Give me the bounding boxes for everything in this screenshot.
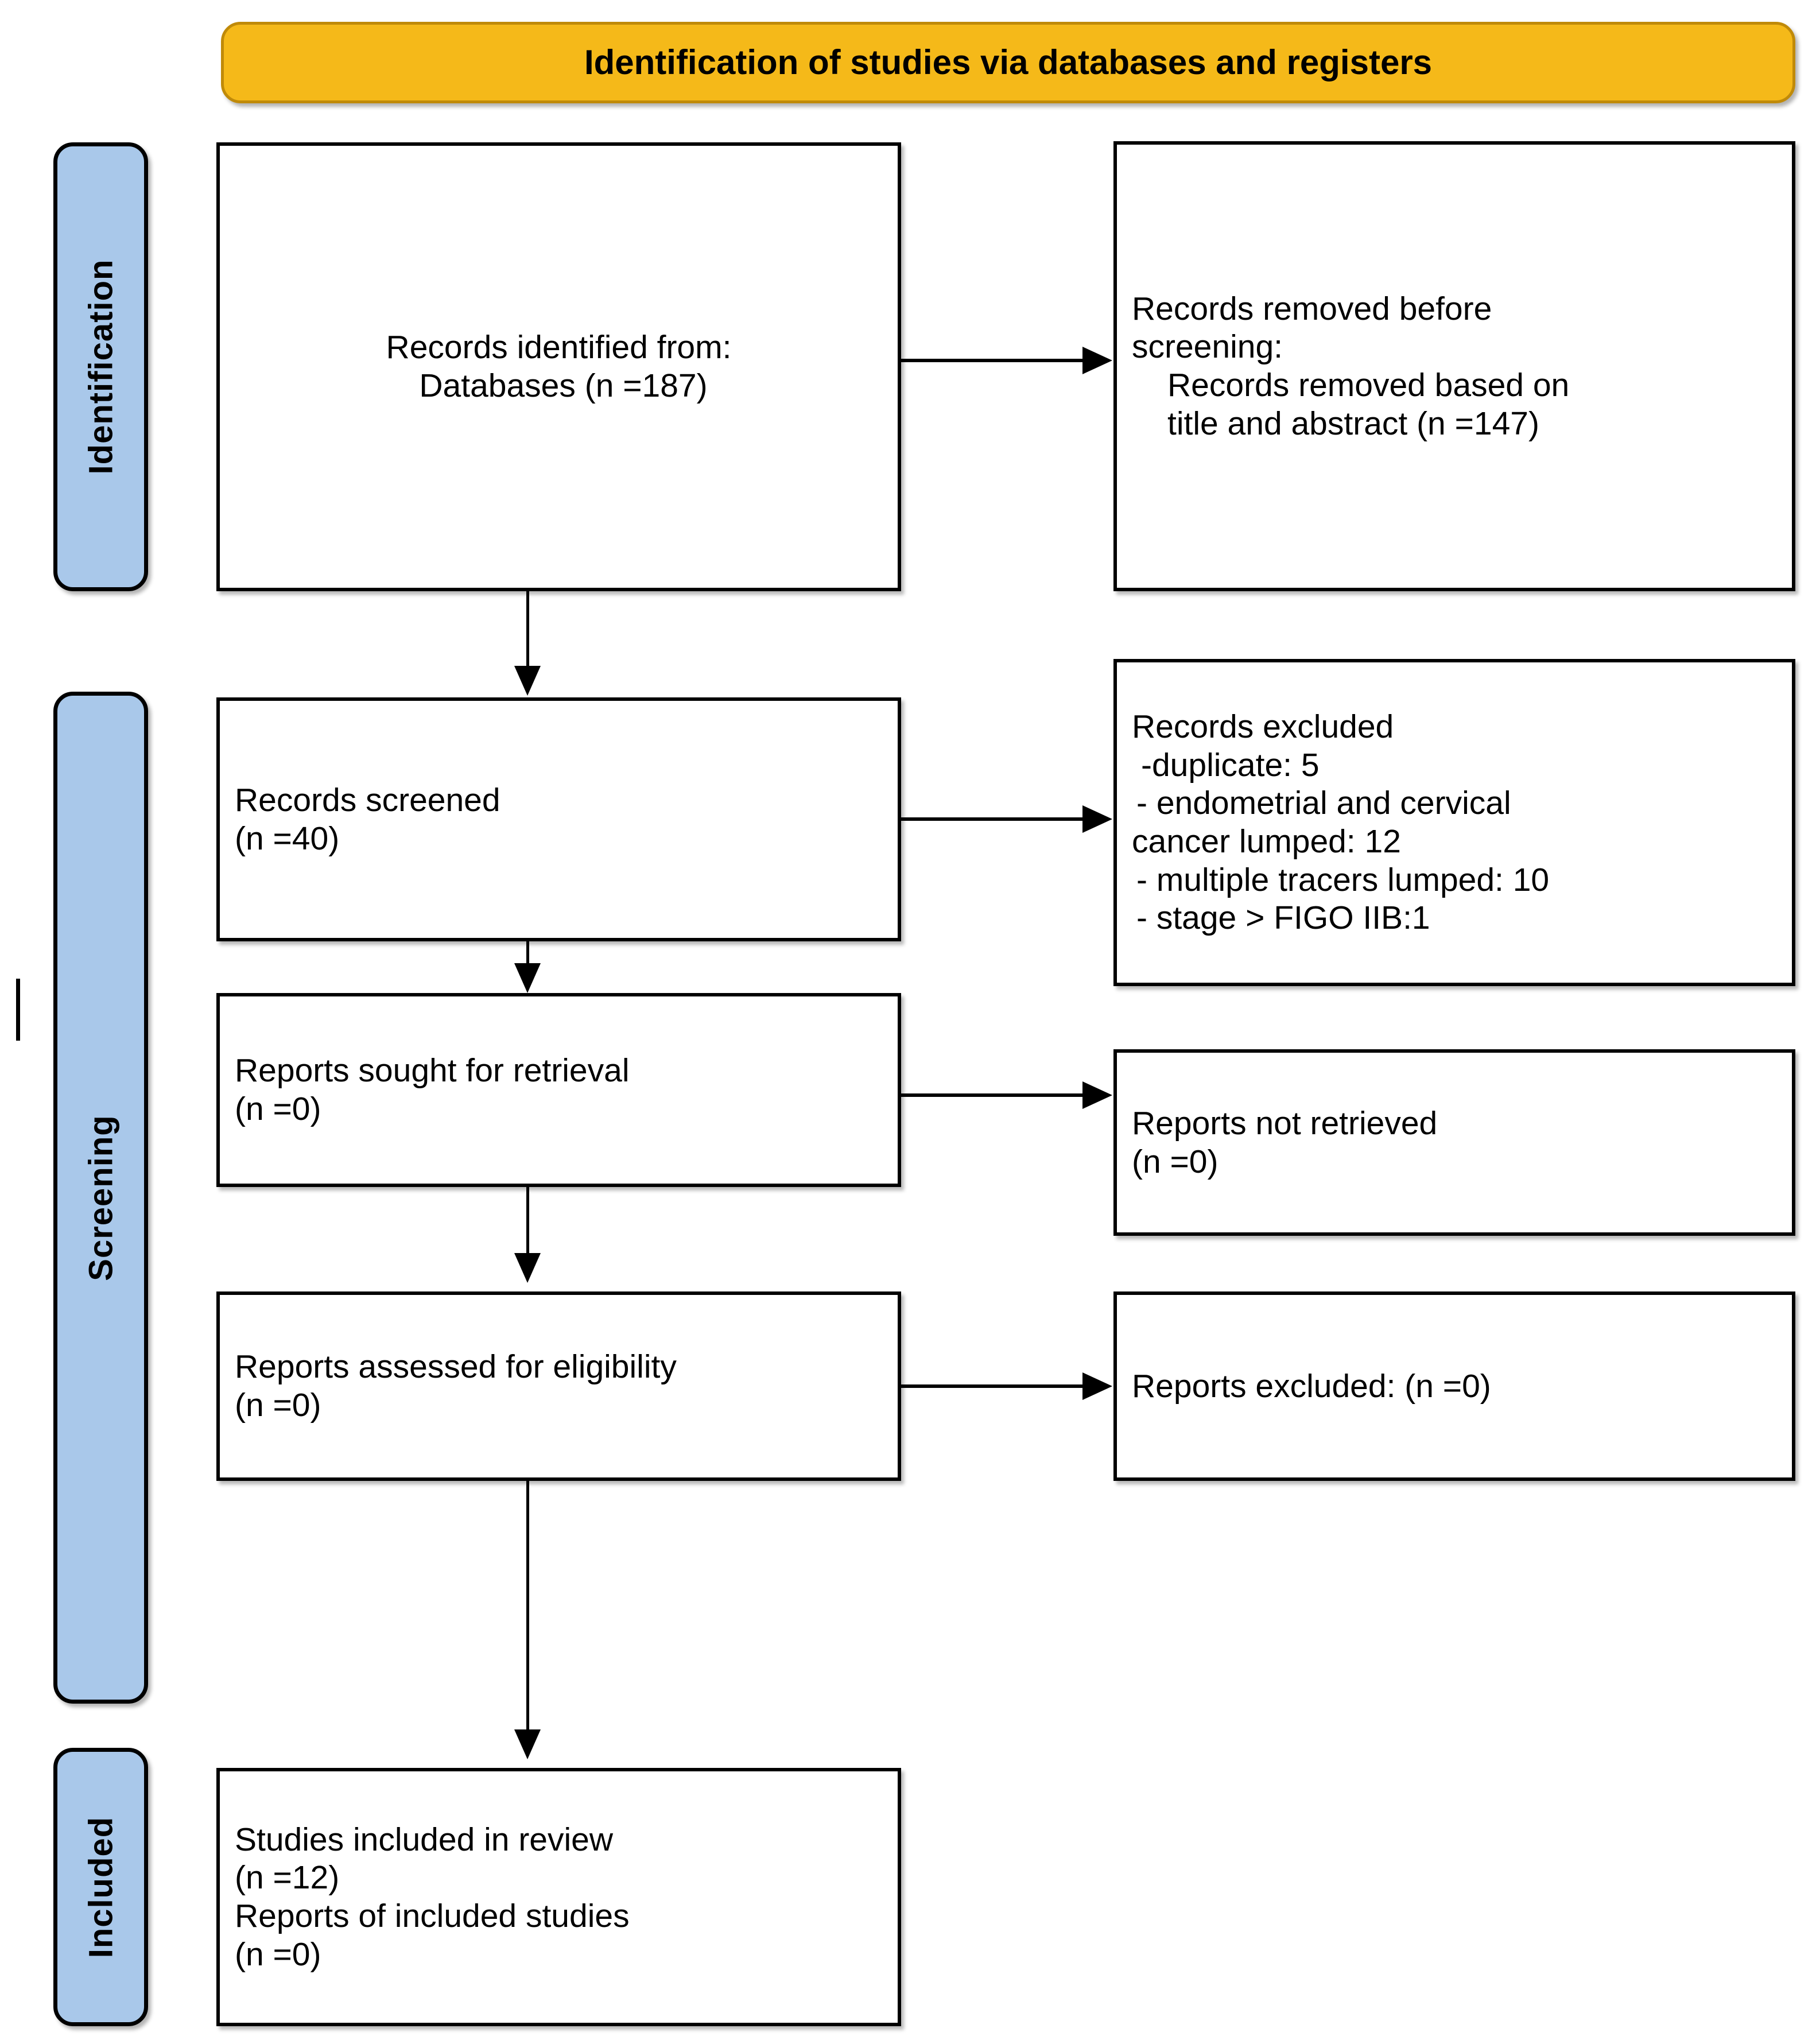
box-records-identified: Records identified from: Databases (n =1… (216, 142, 901, 591)
stage-label-screening: Screening (82, 1114, 119, 1281)
records-removed-colon: : (1274, 328, 1283, 366)
records-removed-line-1-text: Records removed (1132, 290, 1399, 327)
diagram-banner: Identification of studies via databases … (221, 22, 1795, 103)
records-identified-line-2: Databases (n =187) (419, 367, 708, 404)
stage-label-included: Included (82, 1816, 119, 1958)
box-reports-sought-for-retrieval: Reports sought for retrieval (n =0) (216, 993, 901, 1187)
records-excluded-line-4: cancer lumped: 12 (1132, 823, 1401, 860)
box-reports-assessed-for-eligibility: Reports assessed for eligibility (n =0) (216, 1291, 901, 1481)
arrowhead-identified-to-screened (514, 666, 541, 696)
connector-sought-to-not-retrieved (901, 1093, 1084, 1097)
studies-included-line-1: Studies included in review (235, 1821, 614, 1858)
studies-included-line-2: (n =12) (235, 1859, 340, 1896)
stage-label-identification: Identification (82, 259, 119, 475)
connector-screened-to-sought (526, 941, 529, 967)
studies-included-line-4: (n =0) (235, 1936, 321, 1973)
banner-title: Identification of studies via databases … (584, 43, 1433, 82)
connector-assessed-to-included (526, 1481, 529, 1732)
records-removed-line-4: title and abstract (n =147) (1167, 405, 1539, 442)
connector-sought-to-assessed (526, 1187, 529, 1256)
records-removed-before-emphasis: before (1399, 290, 1492, 327)
connector-identified-to-screened (526, 591, 529, 669)
box-studies-included-in-review: Studies included in review (n =12) Repor… (216, 1768, 901, 2026)
reports-sought-line-1: Reports sought for retrieval (235, 1052, 630, 1089)
box-records-excluded: Records excluded -duplicate: 5 - endomet… (1113, 659, 1795, 986)
arrowhead-screened-to-excluded (1082, 805, 1112, 833)
reports-excluded-line-1: Reports excluded: (n =0) (1132, 1367, 1491, 1405)
arrowhead-sought-to-assessed (514, 1253, 541, 1283)
records-screened-line-2: (n =40) (235, 820, 340, 857)
records-removed-screening-emphasis: screening (1132, 328, 1274, 366)
stage-bar-identification: Identification (53, 142, 148, 591)
reports-assessed-line-2: (n =0) (235, 1387, 321, 1424)
records-excluded-line-1: Records excluded (1132, 708, 1394, 745)
records-removed-line-1: Records removed before (1132, 290, 1777, 328)
records-excluded-line-6: - stage > FIGO IIB:1 (1136, 899, 1430, 937)
reports-assessed-line-1: Reports assessed for eligibility (235, 1348, 677, 1386)
connector-identified-to-removed (901, 359, 1084, 362)
arrowhead-sought-to-not-retrieved (1082, 1081, 1112, 1109)
studies-included-line-3: Reports of included studies (235, 1898, 630, 1934)
arrowhead-assessed-to-reports-excluded (1082, 1372, 1112, 1400)
records-excluded-line-2: -duplicate: 5 (1141, 746, 1320, 784)
records-removed-line-3: Records removed based on (1167, 367, 1570, 404)
box-records-screened: Records screened (n =40) (216, 697, 901, 941)
arrowhead-identified-to-removed (1082, 347, 1112, 374)
connector-assessed-to-reports-excluded (901, 1384, 1084, 1388)
connector-screened-to-excluded (901, 817, 1084, 821)
arrowhead-assessed-to-included (514, 1729, 541, 1759)
stage-bar-screening: Screening (53, 692, 148, 1704)
records-screened-line-1: Records screened (235, 781, 500, 819)
reports-not-retrieved-line-1: Reports not retrieved (1132, 1104, 1438, 1142)
records-excluded-line-5: - multiple tracers lumped: 10 (1136, 861, 1550, 898)
left-margin-tick-mark (16, 979, 20, 1041)
box-reports-not-retrieved: Reports not retrieved (n =0) (1113, 1049, 1795, 1236)
arrowhead-screened-to-sought (514, 963, 541, 993)
box-records-removed-before-screening: Records removed before screening: Record… (1113, 141, 1795, 591)
stage-bar-included: Included (53, 1748, 148, 2026)
records-removed-line-2: screening: (1132, 328, 1777, 366)
reports-not-retrieved-line-2: (n =0) (1132, 1143, 1219, 1180)
records-identified-line-1: Records identified from: (386, 329, 732, 366)
records-excluded-line-3: - endometrial and cervical (1136, 785, 1511, 822)
reports-sought-line-2: (n =0) (235, 1091, 321, 1127)
box-reports-excluded: Reports excluded: (n =0) (1113, 1291, 1795, 1481)
